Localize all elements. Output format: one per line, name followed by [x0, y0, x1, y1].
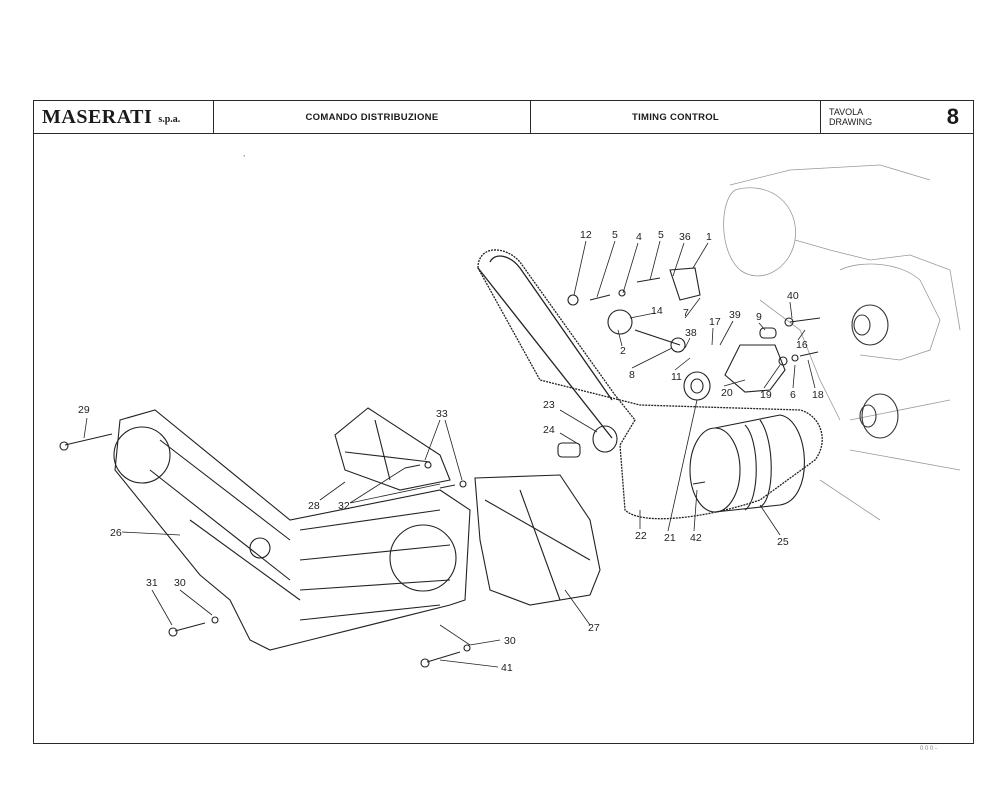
- part-callout-27: 27: [588, 622, 600, 634]
- part-callout-18: 18: [812, 389, 824, 401]
- part-callout-1: 1: [706, 231, 712, 243]
- part-callout-5: 5: [612, 229, 618, 241]
- part-callout-42: 42: [690, 532, 702, 544]
- lower-cover: [113, 409, 471, 651]
- part-callout-23: 23: [543, 399, 555, 411]
- part-callout-39: 39: [729, 309, 741, 321]
- drawing-label-english: DRAWING: [829, 117, 873, 127]
- part-callout-4: 4: [636, 231, 642, 243]
- footer-code: 0 0 0 -: [920, 746, 938, 752]
- part-callout-28: 28: [308, 500, 320, 512]
- part-callout-22: 22: [635, 530, 647, 542]
- stray-mark: ˎ: [243, 148, 246, 157]
- part-callout-29: 29: [78, 404, 90, 416]
- part-callout-36: 36: [679, 231, 691, 243]
- part-callout-32: 32: [338, 500, 350, 512]
- part-callout-40: 40: [787, 290, 799, 302]
- part-callout-26: 26: [110, 527, 122, 539]
- part-callout-12: 12: [580, 229, 592, 241]
- drawing-label-italian: TAVOLA: [829, 107, 864, 117]
- part-callout-17: 17: [709, 316, 721, 328]
- drawing-number: 8: [946, 104, 959, 129]
- title-english: TIMING CONTROL: [531, 101, 821, 133]
- cam-pulley: [851, 304, 899, 439]
- part-callout-33: 33: [436, 408, 448, 420]
- part-callout-24: 24: [543, 424, 555, 436]
- part-callout-8: 8: [629, 369, 635, 381]
- brand-suffix: s.p.a.: [158, 113, 181, 125]
- title-italian: COMANDO DISTRIBUZIONE: [214, 101, 531, 133]
- part-callout-31: 31: [146, 577, 158, 589]
- part-callout-30: 30: [504, 635, 516, 647]
- part-callout-5: 5: [658, 229, 664, 241]
- part-callout-20: 20: [721, 387, 733, 399]
- part-callout-30: 30: [174, 577, 186, 589]
- front-cover-right: [474, 474, 601, 606]
- part-callout-19: 19: [760, 389, 772, 401]
- part-callout-21: 21: [664, 532, 676, 544]
- bolts: [59, 277, 821, 668]
- timing-belt: [477, 249, 823, 520]
- tensioner-assembly: [557, 267, 786, 458]
- title-block: MASERATI s.p.a. COMANDO DISTRIBUZIONE TI…: [33, 100, 974, 134]
- water-pump-pulley: [689, 414, 805, 513]
- leader-lines: [83, 240, 816, 668]
- brand-cell: MASERATI s.p.a.: [34, 101, 214, 133]
- upper-cover-small: [334, 407, 451, 491]
- part-callout-11: 11: [671, 371, 682, 383]
- brand-name: MASERATI: [42, 105, 153, 128]
- part-callout-38: 38: [685, 327, 697, 339]
- engine-block-outline: [723, 164, 961, 521]
- part-callout-16: 16: [796, 339, 808, 351]
- part-callout-25: 25: [777, 536, 789, 548]
- part-callout-41: 41: [501, 662, 513, 674]
- part-callout-9: 9: [756, 311, 762, 323]
- part-callout-14: 14: [651, 305, 663, 317]
- part-callout-6: 6: [790, 389, 796, 401]
- drawing-number-cell: TAVOLA DRAWING 8: [821, 101, 973, 133]
- part-callout-7: 7: [683, 307, 689, 319]
- part-callout-2: 2: [620, 345, 626, 357]
